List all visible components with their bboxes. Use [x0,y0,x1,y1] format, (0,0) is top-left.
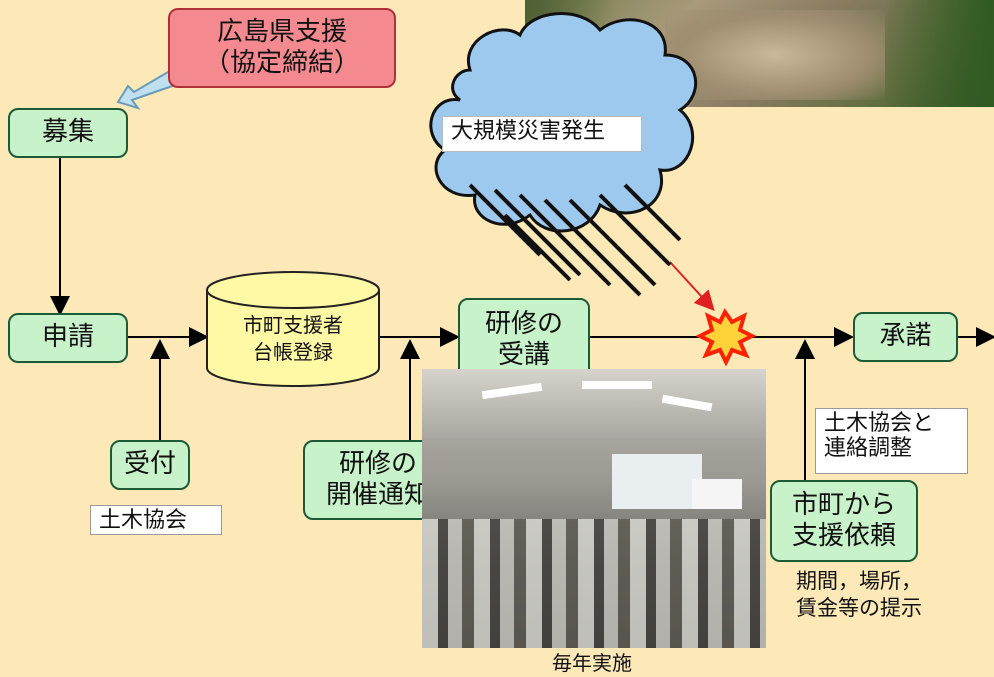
reception-box: 受付 [110,440,190,490]
accept-box: 承諾 [853,312,958,362]
prefecture-support-box: 広島県支援 （協定締結） [168,8,396,88]
apply-label: 申請 [41,322,94,353]
rain-lines [468,183,682,297]
request-details: 期間，場所， 賃金等の提示 [796,569,922,621]
disaster-label: 大規模災害発生 [442,116,642,152]
arrow-support-to-recruit [116,70,180,110]
coordination-note: 土木協会と 連絡調整 [815,408,968,474]
recruit-box: 募集 [8,108,128,158]
arrow-disaster-to-event [669,261,715,311]
training-photo [422,369,766,648]
registry-label: 市町支援者 台帳登録 [243,313,343,364]
reception-note: 土木協会 [90,505,222,535]
apply-box: 申請 [8,313,128,363]
support-line1: 広島県支援 [216,16,347,47]
recruit-label: 募集 [41,117,94,148]
request-box: 市町から 支援依頼 [770,480,918,562]
reception-label: 受付 [123,449,176,480]
support-line2: （協定締結） [203,48,360,78]
photo-caption: 毎年実施 [552,651,632,675]
training-attend-box: 研修の 受講 [458,298,590,382]
